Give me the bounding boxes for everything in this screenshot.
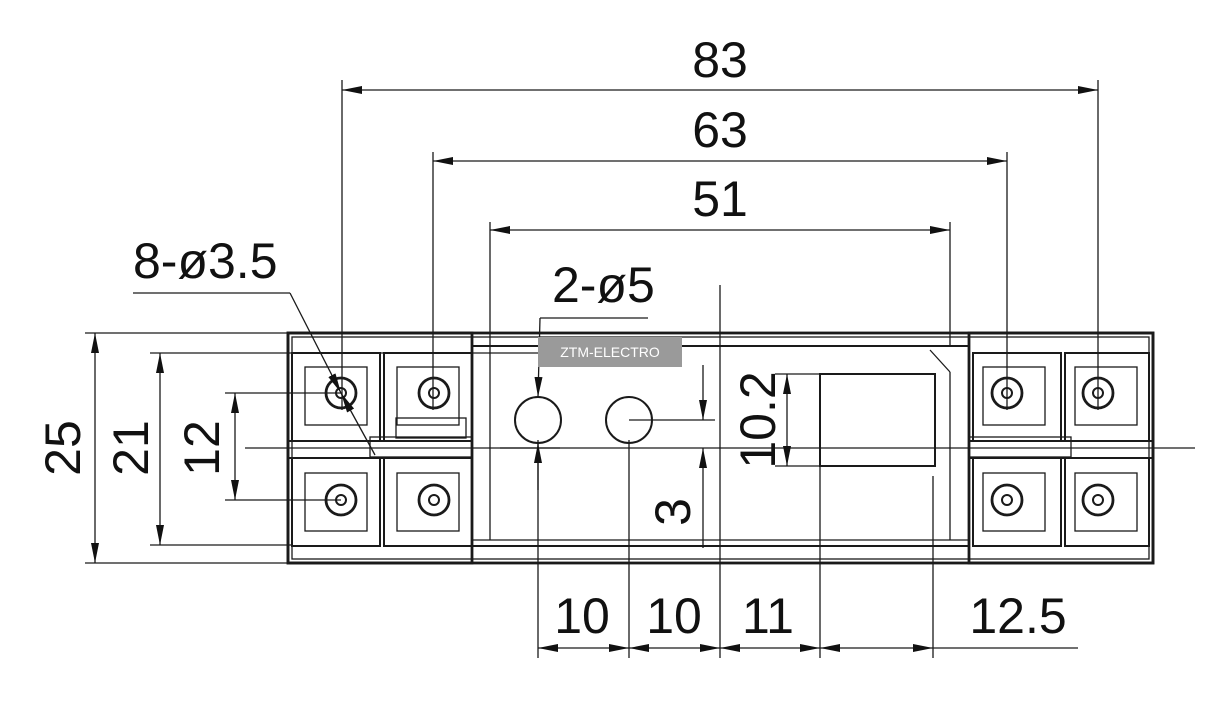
vertical-dimensions: 25 21 12 10.2 3 xyxy=(35,332,820,564)
horizontal-dimensions: 83 63 51 10 10 11 12.5 xyxy=(341,32,1099,658)
screw-hole xyxy=(1081,483,1115,517)
dim-offset: 3 xyxy=(645,498,701,526)
dim-inner-span: 51 xyxy=(692,171,748,227)
dim-pitch-a: 10 xyxy=(554,588,610,644)
watermark: ZTM-ELECTRO xyxy=(538,337,682,367)
callout-mount-holes: 8-ø3.5 xyxy=(133,233,376,456)
callout-mount-holes-label: 8-ø3.5 xyxy=(133,233,278,289)
indicator-window xyxy=(819,373,936,467)
dim-mounting-span: 63 xyxy=(692,102,748,158)
dim-offset-right: 12.5 xyxy=(969,588,1066,644)
dim-overall-height: 25 xyxy=(35,420,91,476)
terminal-hole xyxy=(514,396,562,444)
dim-inner-height: 21 xyxy=(103,420,159,476)
dim-pitch-b: 10 xyxy=(646,588,702,644)
dim-window-height: 10.2 xyxy=(730,371,786,468)
watermark-text: ZTM-ELECTRO xyxy=(560,344,660,360)
dim-hole-spacing: 12 xyxy=(174,420,230,476)
callout-terminal-holes: 2-ø5 xyxy=(534,257,655,490)
dim-pitch-c: 11 xyxy=(742,588,794,644)
screw-hole xyxy=(417,483,451,517)
screw-hole xyxy=(417,376,451,410)
screw-hole xyxy=(990,483,1024,517)
dim-overall-width: 83 xyxy=(692,32,748,88)
callout-terminal-holes-label: 2-ø5 xyxy=(552,257,655,313)
